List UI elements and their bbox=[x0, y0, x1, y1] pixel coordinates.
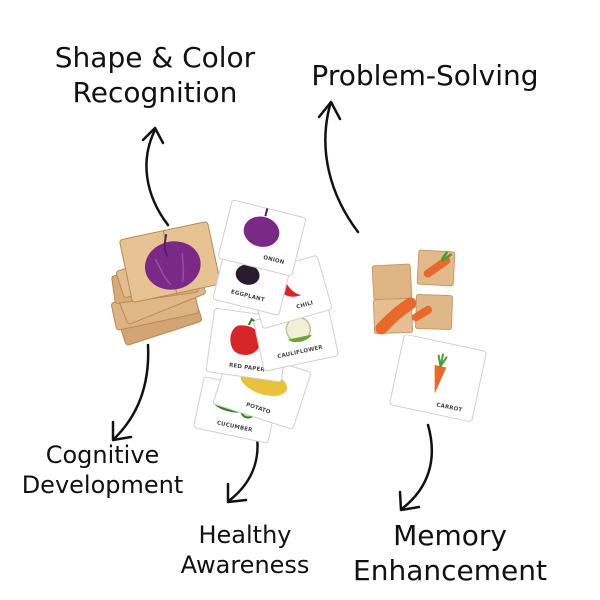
healthy-label: Healthy Awareness bbox=[175, 520, 315, 580]
healthy-line1: Healthy bbox=[198, 521, 292, 549]
card-onion: ONION bbox=[218, 199, 306, 277]
cognitive-line2: Development bbox=[21, 471, 184, 499]
arrow-memory bbox=[401, 423, 433, 510]
arrow-healthy-head bbox=[226, 482, 248, 504]
arrow-problem-solving bbox=[324, 103, 360, 234]
arrow-cognitive-head bbox=[111, 420, 133, 442]
cognitive-line1: Cognitive bbox=[45, 441, 160, 469]
arrow-problem-solving-head bbox=[317, 100, 342, 121]
card-chili-label: CHILI bbox=[296, 300, 314, 311]
card-red-pepper-label: RED PAPER bbox=[229, 363, 266, 374]
arrow-shape-color-head bbox=[141, 126, 165, 145]
shape-color-line2: Recognition bbox=[72, 76, 238, 109]
problem-solving-label: Problem-Solving bbox=[300, 58, 550, 93]
vegetable-card-deck: CUCUMBER POTATO RED PAPER CAULIFLOWER bbox=[193, 199, 339, 444]
shape-color-label: Shape & Color Recognition bbox=[40, 40, 270, 110]
cognitive-label: Cognitive Development bbox=[15, 440, 190, 500]
arrow-shape-color bbox=[145, 128, 170, 227]
card-carrot: CARROT bbox=[389, 334, 487, 422]
arrow-memory-head bbox=[398, 490, 421, 512]
card-carrot-label: CARROT bbox=[436, 402, 463, 413]
card-onion-label: ONION bbox=[262, 255, 285, 266]
carrot-card-icon bbox=[434, 365, 447, 394]
healthy-line2: Awareness bbox=[180, 551, 310, 579]
wooden-tile-stack bbox=[111, 221, 221, 346]
problem-solving-text: Problem-Solving bbox=[311, 59, 539, 92]
shape-color-line1: Shape & Color bbox=[54, 41, 256, 74]
arrow-cognitive bbox=[113, 343, 150, 440]
onion-tile-icon bbox=[144, 241, 201, 290]
carrot-puzzle bbox=[371, 249, 456, 335]
memory-label: Memory Enhancement bbox=[350, 518, 550, 588]
memory-line1: Memory bbox=[393, 519, 507, 552]
memory-line2: Enhancement bbox=[353, 554, 547, 587]
